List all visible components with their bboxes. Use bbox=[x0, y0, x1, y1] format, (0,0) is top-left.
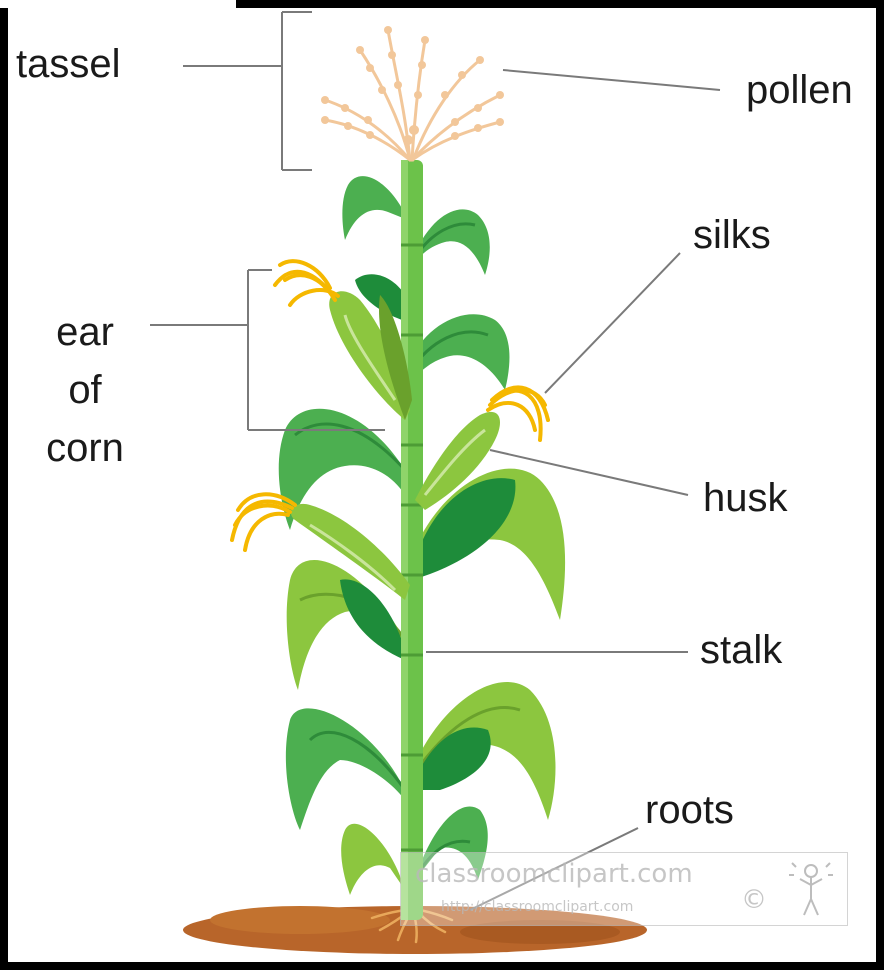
label-pollen: pollen bbox=[746, 70, 853, 110]
watermark-site: classroomclipart.com bbox=[415, 859, 693, 889]
label-stalk: stalk bbox=[700, 630, 782, 670]
label-ear-line1: ear bbox=[40, 312, 130, 352]
label-ear-line2: of bbox=[40, 370, 130, 410]
frame-gap bbox=[0, 0, 236, 8]
watermark-url: http://classroomclipart.com bbox=[441, 899, 633, 915]
label-tassel: tassel bbox=[16, 44, 121, 84]
watermark-copyright-icon: © bbox=[741, 885, 767, 915]
watermark: classroomclipart.com http://classroomcli… bbox=[400, 852, 848, 926]
stalk-illustration bbox=[401, 160, 423, 920]
label-husk: husk bbox=[703, 478, 788, 518]
watermark-figure-icon bbox=[786, 859, 836, 919]
label-roots: roots bbox=[645, 790, 734, 830]
label-ear-line3: corn bbox=[30, 428, 140, 468]
label-silks: silks bbox=[693, 215, 771, 255]
